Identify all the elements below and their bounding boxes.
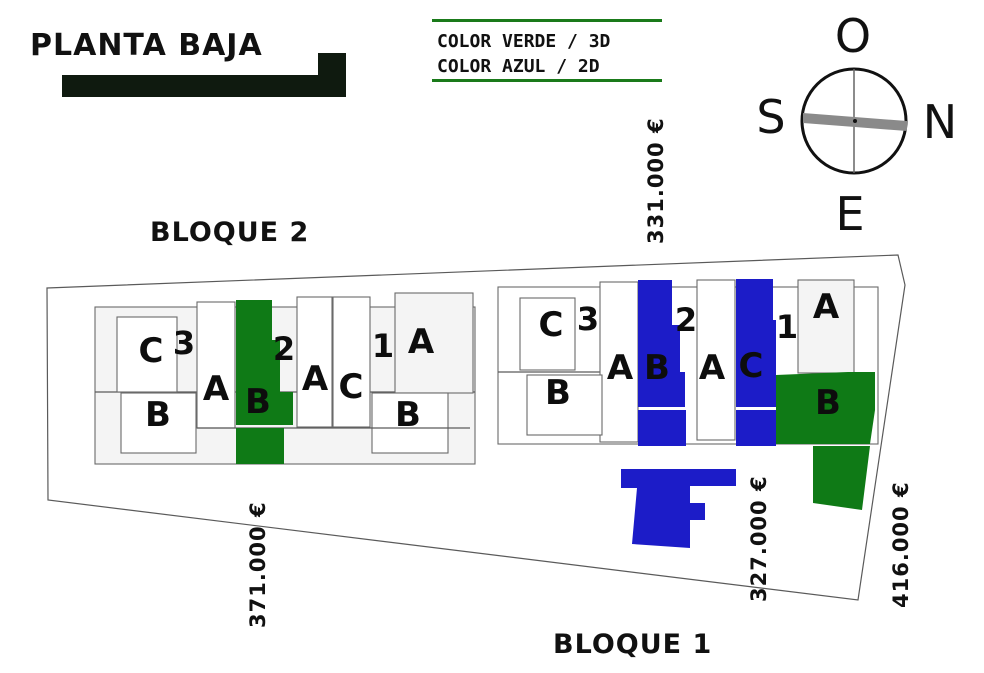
unit-c3-b1 <box>519 297 576 371</box>
label-b1-b-blue: B <box>644 348 670 388</box>
label-b1-b-green: B <box>815 383 841 423</box>
site-boundary <box>46 254 906 601</box>
unit-a-top-b1 <box>797 279 855 374</box>
unit-a1-b1 <box>599 281 639 443</box>
label-b1-c-blue: C <box>739 346 764 386</box>
legend-blue-2d: COLOR AZUL / 2D <box>437 56 600 77</box>
label-b1-c-left: C <box>539 305 564 345</box>
label-b2-b-green: B <box>245 382 271 422</box>
unit-c-blue-2d-annex <box>736 410 776 446</box>
bloque-2-labels: C 3 A B 2 A C 1 A B B <box>139 322 435 435</box>
label-b2-num2: 2 <box>273 330 295 368</box>
unit-c-blue-2d <box>736 279 776 407</box>
unit-blue-2d-garden <box>621 469 736 548</box>
unit-b-blue-2d <box>638 280 685 407</box>
price-bloque1-top: 331.000 € <box>644 117 668 244</box>
compass-label-right: N <box>923 95 957 149</box>
title-bar-horizontal <box>62 75 346 97</box>
legend-rule-top <box>432 19 662 22</box>
unit-b-blue-2d-annex <box>638 410 686 446</box>
compass-rose: O S N E <box>756 9 957 241</box>
label-b2-c-right: C <box>339 367 364 407</box>
unit-b-green-3d-annex <box>236 428 284 464</box>
unit-b-left <box>120 392 197 454</box>
unit-a-right <box>394 292 474 394</box>
title-block: PLANTA BAJA <box>30 28 346 97</box>
unit-c3 <box>116 316 178 393</box>
legend-rule-bottom <box>432 79 662 82</box>
label-b2-a-left: A <box>203 369 230 409</box>
label-b1-a-top: A <box>813 287 840 327</box>
bloque-1-building <box>497 279 879 548</box>
unit-c-right <box>332 296 371 428</box>
label-b2-a-mid: A <box>302 359 329 399</box>
bloque-1-label: BLOQUE 1 <box>553 629 712 660</box>
unit-a-left <box>196 301 236 429</box>
legend: COLOR VERDE / 3D COLOR AZUL / 2D <box>432 19 662 82</box>
unit-a-mid <box>296 296 333 428</box>
price-bloque1-blue: 327.000 € <box>747 475 771 602</box>
bloque-2-label: BLOQUE 2 <box>150 217 309 248</box>
compass-label-bottom: E <box>835 187 864 241</box>
unit-b-left-b1 <box>526 374 603 436</box>
bloque-2-building <box>94 292 476 465</box>
label-b2-c3-num: 3 <box>173 324 195 362</box>
compass-center <box>853 119 857 123</box>
label-b1-a-1: A <box>607 348 634 388</box>
unit-b-green-3d <box>236 300 293 425</box>
label-b2-b-left: B <box>145 395 171 435</box>
label-b2-b-right: B <box>395 395 421 435</box>
bloque-1-labels: C 3 B A B 2 A C 1 A B <box>539 287 841 423</box>
label-b1-num3: 3 <box>577 300 599 338</box>
label-b1-num1: 1 <box>776 308 798 346</box>
price-bloque1-green: 416.000 € <box>889 481 913 608</box>
compass-label-left: S <box>756 90 785 144</box>
page-title: PLANTA BAJA <box>30 28 263 63</box>
unit-a2-b1 <box>696 279 736 441</box>
label-b1-num2: 2 <box>675 301 697 339</box>
label-b2-num1: 1 <box>372 327 394 365</box>
price-bloque2-green: 371.000 € <box>246 501 270 628</box>
label-b2-a-right: A <box>408 322 435 362</box>
label-b1-a-2: A <box>699 348 726 388</box>
label-b1-b-left: B <box>545 373 571 413</box>
unit-b-green-3d-garden <box>813 446 870 510</box>
unit-b-right <box>371 392 449 454</box>
legend-green-3d: COLOR VERDE / 3D <box>437 31 611 52</box>
label-b2-c3-letter: C <box>139 331 164 371</box>
compass-label-top: O <box>835 9 871 63</box>
unit-b-green-3d-b1 <box>776 372 875 444</box>
